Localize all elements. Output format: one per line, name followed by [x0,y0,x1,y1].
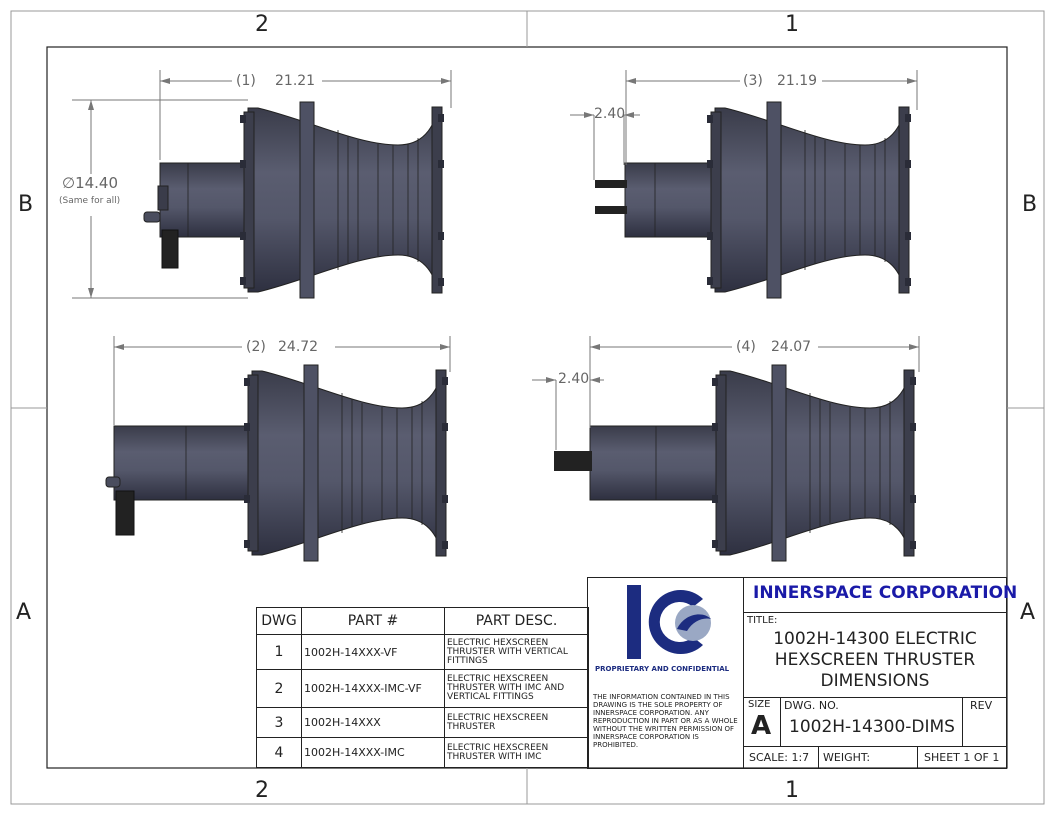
view-1-diameter: ∅14.40 [62,174,119,192]
header-part: PART # [301,607,445,635]
scale-text: SCALE: 1:7 [749,751,810,764]
view-1-diameter-value: 14.40 [75,174,119,192]
dwg-no-label: DWG. NO. [784,699,839,712]
table-row: 3 1002H-14XXX ELECTRIC HEXSCREEN THRUSTE… [256,707,589,738]
row-dwg: 4 [256,737,302,768]
title-line: 1002H-14300 ELECTRIC [773,629,977,649]
title-block: PROPRIETARY AND CONFIDENTIAL THE INFORMA… [587,577,1017,769]
row-dwg: 3 [256,707,302,738]
zone-bottom-2: 2 [255,778,269,803]
rev-label: REV [970,699,993,712]
view-1-label: (1) [236,73,256,89]
view-3-offset: 2.40 [594,106,626,122]
disclaimer-line: DRAWING IS THE SOLE PROPERTY OF [593,701,723,709]
zone-left-b: B [18,192,34,217]
title-label: TITLE: [747,615,778,626]
disclaimer-line: INNERSPACE CORPORATION IS [593,733,699,741]
zone-left-a: A [16,600,32,625]
view-1-diameter-note: (Same for all) [59,196,121,206]
view-2-thruster [105,364,449,562]
disclaimer-line: WITHOUT THE WRITTEN PERMISSION OF [593,725,735,733]
row-desc: ELECTRIC HEXSCREEN THRUSTER WITH IMC AND… [444,669,589,708]
title-line: HEXSCREEN THRUSTER [774,650,976,670]
weight-text: WEIGHT: [823,751,871,764]
view-3-thruster [595,101,912,299]
header-dwg: DWG [256,607,302,635]
row-part: 1002H-14XXX-IMC-VF [301,669,445,708]
table-row: 1 1002H-14XXX-VF ELECTRIC HEXSCREEN THRU… [256,634,589,670]
sheet-text: SHEET 1 OF 1 [924,751,1000,764]
view-4-length: 24.07 [771,339,812,355]
size-value: A [751,711,772,741]
view-2-length: 24.72 [278,339,319,355]
view-3-label: (3) [743,73,763,89]
row-desc: ELECTRIC HEXSCREEN THRUSTER [444,707,589,738]
parts-table: DWG PART # PART DESC. 1 1002H-14XXX-VF E… [256,607,589,768]
view-4-offset: 2.40 [558,371,590,387]
title-line: DIMENSIONS [820,671,930,691]
view-4-thruster [554,364,917,562]
zone-right-a: A [1020,600,1036,625]
zone-right-b: B [1022,192,1038,217]
disclaimer-line: REPRODUCTION IN PART OR AS A WHOLE [593,717,738,725]
company-name: INNERSPACE CORPORATION [753,583,1018,603]
disclaimer-line: PROHIBITED. [593,741,639,749]
table-row: 2 1002H-14XXX-IMC-VF ELECTRIC HEXSCREEN … [256,669,589,708]
disclaimer: THE INFORMATION CONTAINED IN THIS DRAWIN… [593,693,738,749]
table-row: 4 1002H-14XXX-IMC ELECTRIC HEXSCREEN THR… [256,737,589,768]
view-1-length: 21.21 [275,73,316,89]
row-part: 1002H-14XXX-VF [301,634,445,670]
row-desc: ELECTRIC HEXSCREEN THRUSTER WITH VERTICA… [444,634,589,670]
row-desc: ELECTRIC HEXSCREEN THRUSTER WITH IMC [444,737,589,768]
view-1-thruster [143,101,445,299]
view-2-label: (2) [246,339,266,355]
zone-top-2: 2 [255,12,269,37]
drawing-title: 1002H-14300 ELECTRIC HEXSCREEN THRUSTER … [747,629,1003,692]
zone-top-1: 1 [785,12,799,37]
disclaimer-line: THE INFORMATION CONTAINED IN THIS [593,693,730,701]
row-part: 1002H-14XXX-IMC [301,737,445,768]
row-dwg: 2 [256,669,302,708]
logo-caption: PROPRIETARY AND CONFIDENTIAL [595,665,730,673]
dwg-no-value: 1002H-14300-DIMS [789,717,955,737]
header-desc: PART DESC. [444,607,589,635]
company-logo [627,585,711,659]
row-part: 1002H-14XXX [301,707,445,738]
size-label: SIZE [748,699,771,710]
view-3-length: 21.19 [777,73,818,89]
zone-bottom-1: 1 [785,778,799,803]
view-4-label: (4) [736,339,756,355]
parts-table-header: DWG PART # PART DESC. [256,607,589,635]
row-dwg: 1 [256,634,302,670]
disclaimer-line: INNERSPACE CORPORATION. ANY [593,709,709,717]
sheet-cell [917,746,1007,769]
